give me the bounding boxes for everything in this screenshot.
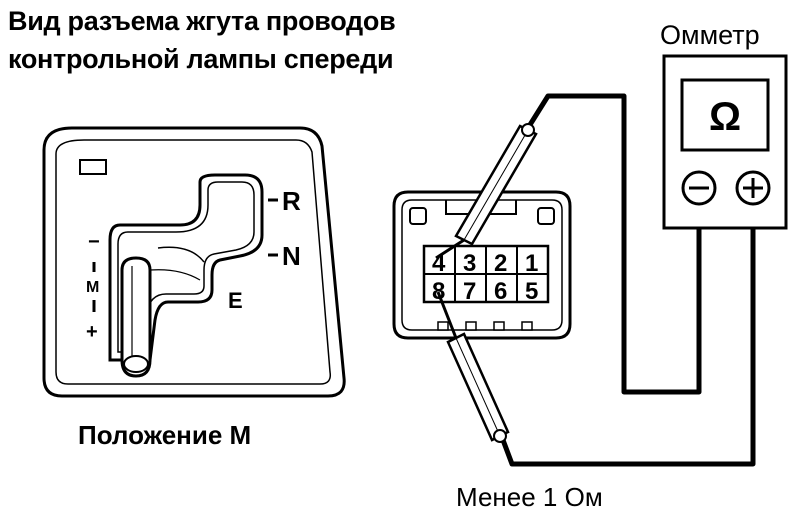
negative-lead-wire <box>525 93 702 395</box>
ohmmeter-label: Омметр <box>660 20 760 50</box>
indicator-light <box>79 159 107 175</box>
pin-8: 8 <box>432 278 445 305</box>
scale-plus: + <box>86 321 98 343</box>
title-line-1: Вид разъема жгута проводов <box>8 6 396 36</box>
shifter-position-caption: Положение М <box>78 420 252 450</box>
scale-m: M <box>86 279 99 296</box>
pin-6: 6 <box>494 278 507 305</box>
resistance-result: Менее 1 Ом <box>456 482 603 512</box>
shift-lever-knob <box>120 256 152 378</box>
ohmmeter-display <box>680 78 770 152</box>
pin-3: 3 <box>463 250 476 277</box>
ohmmeter: Ω <box>662 54 788 230</box>
diagram-title: Вид разъема жгута проводов контрольной л… <box>8 2 568 78</box>
probe-lower <box>436 291 510 443</box>
harness-connector: 4 3 2 1 8 7 6 5 <box>392 190 572 340</box>
ohm-symbol: Ω <box>709 95 741 139</box>
pin-1: 1 <box>525 250 538 277</box>
pin-2: 2 <box>494 250 507 277</box>
gate-label-r: R <box>282 186 301 216</box>
gate-label-n: N <box>282 241 301 271</box>
scale-minus: − <box>88 231 100 253</box>
title-line-2: контрольной лампы спереди <box>8 44 394 74</box>
probe-upper <box>435 123 538 260</box>
pin-5: 5 <box>525 278 538 305</box>
positive-lead-wire <box>497 228 756 467</box>
shift-lever-panel: R N E − M + <box>42 126 346 398</box>
test-leads <box>497 93 756 467</box>
pin-7: 7 <box>463 278 476 305</box>
gate-label-e: E <box>228 288 243 313</box>
